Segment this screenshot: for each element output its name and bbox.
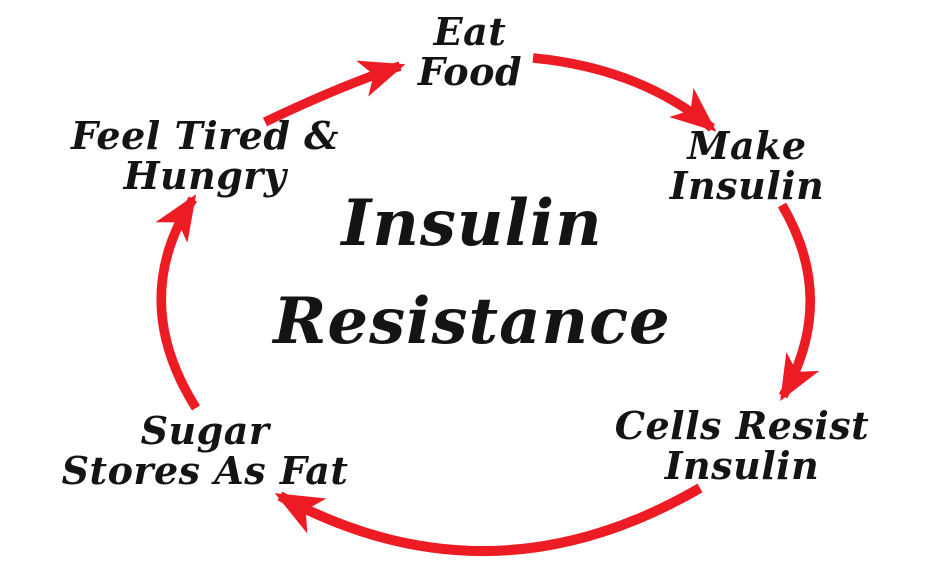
node-eat-food-line-2: Food <box>417 49 523 94</box>
node-eat-food: Eat Food <box>320 12 620 92</box>
node-make-insulin: Make Insulin <box>597 126 897 206</box>
diagram-title-line-1: Insulin <box>341 186 603 261</box>
node-cells-resist-insulin-line-2: Insulin <box>664 443 820 488</box>
node-feel-tired-hungry: Feel Tired & Hungry <box>30 116 380 196</box>
node-feel-tired-hungry-line-1: Feel Tired & <box>71 113 339 158</box>
arrow-sugar-stores-to-feel-tired <box>155 194 201 411</box>
arrow-eat-food-to-make-insulin <box>532 53 717 132</box>
node-sugar-stores-as-fat: Sugar Stores As Fat <box>30 411 380 491</box>
node-cells-resist-insulin: Cells Resist Insulin <box>567 406 917 486</box>
diagram-title: Insulin Resistance <box>212 175 732 371</box>
arrow-feel-tired-to-eat-food <box>262 60 406 127</box>
node-make-insulin-line-2: Insulin <box>669 163 825 208</box>
node-sugar-stores-as-fat-line-2: Stores As Fat <box>61 448 349 493</box>
node-sugar-stores-as-fat-line-1: Sugar <box>140 408 270 453</box>
node-make-insulin-line-1: Make <box>687 123 807 168</box>
node-cells-resist-insulin-line-1: Cells Resist <box>614 403 870 448</box>
node-feel-tired-hungry-line-2: Hungry <box>123 153 287 198</box>
node-eat-food-line-1: Eat <box>433 9 507 54</box>
arrow-make-insulin-to-cells-resist <box>777 202 820 401</box>
arrow-cells-resist-to-sugar-stores <box>274 483 703 556</box>
diagram-title-line-2: Resistance <box>273 284 671 359</box>
